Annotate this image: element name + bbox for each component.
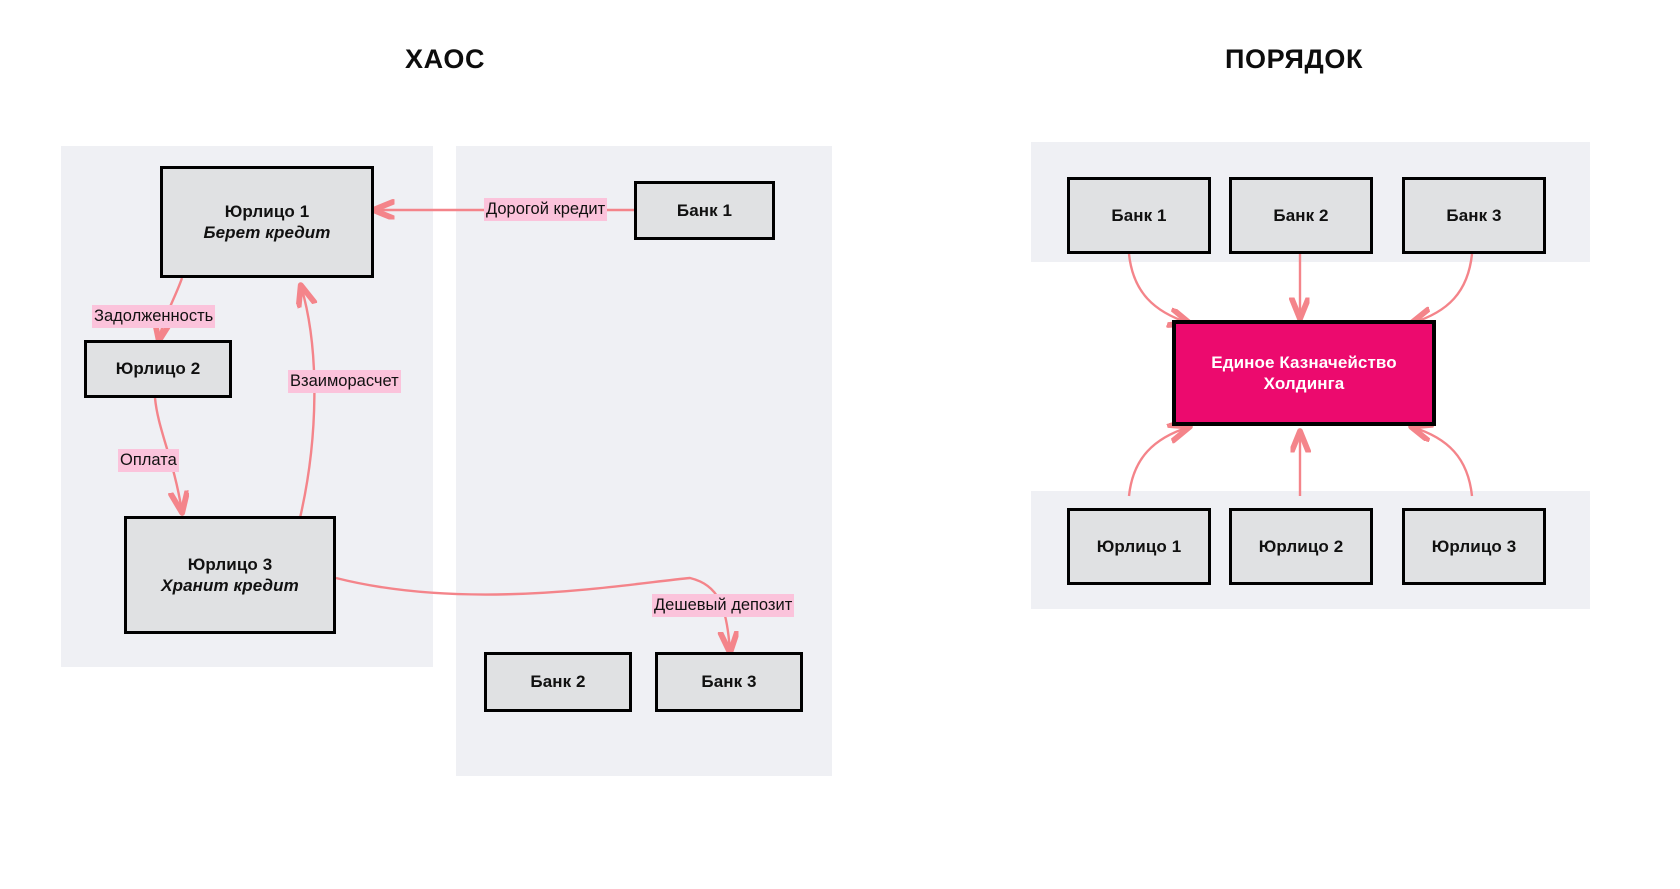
node-chaos-entity-3[interactable]: Юрлицо 3 Хранит кредит: [124, 516, 336, 634]
edge-label-mutual-settlement: Взаиморасчет: [288, 370, 401, 394]
edge-label-payment: Оплата: [118, 449, 179, 473]
node-order-entity-2[interactable]: Юрлицо 2: [1229, 508, 1373, 585]
node-title: Юрлицо 1: [224, 201, 310, 221]
link-order-bank1-to-treasury: [1127, 253, 1189, 323]
node-order-bank-3[interactable]: Банк 3: [1402, 177, 1546, 254]
heading-order: ПОРЯДОК: [1225, 44, 1364, 74]
node-title: Юрлицо 2: [115, 359, 201, 379]
link-order-entity3-to-treasury: [1412, 427, 1474, 497]
edge-label-cheap-deposit: Дешевый депозит: [652, 594, 795, 618]
node-title: Юрлицо 1: [1096, 536, 1182, 556]
node-chaos-entity-2[interactable]: Юрлицо 2: [84, 340, 232, 398]
edge-label-debt: Задолженность: [92, 305, 216, 329]
heading-chaos: ХАОС: [405, 44, 486, 74]
node-title: Банк 2: [530, 672, 586, 692]
node-title: Банк 3: [701, 672, 757, 692]
node-title: Юрлицо 2: [1258, 536, 1344, 556]
node-chaos-bank-2[interactable]: Банк 2: [484, 652, 632, 712]
link-order-bank3-to-treasury: [1412, 253, 1474, 323]
node-title: Юрлицо 3: [1431, 536, 1517, 556]
node-subtitle: Берет кредит: [203, 223, 331, 242]
node-chaos-bank-1[interactable]: Банк 1: [634, 181, 775, 240]
node-subtitle: Хранит кредит: [161, 576, 299, 595]
node-title: Банк 3: [1446, 205, 1502, 225]
node-title: Юрлицо 3: [187, 554, 273, 574]
node-chaos-entity-1[interactable]: Юрлицо 1 Берет кредит: [160, 166, 374, 278]
node-order-entity-3[interactable]: Юрлицо 3: [1402, 508, 1546, 585]
node-title: Банк 1: [1111, 205, 1167, 225]
node-chaos-bank-3[interactable]: Банк 3: [655, 652, 803, 712]
node-title: Банк 2: [1273, 205, 1329, 225]
node-title: Банк 1: [676, 200, 733, 220]
node-order-treasury[interactable]: Единое Казначейство Холдинга: [1172, 320, 1436, 426]
link-order-entity1-to-treasury: [1127, 427, 1189, 497]
edge-label-expensive-loan: Дорогой кредит: [484, 198, 608, 222]
treasury-line-1: Единое Казначейство: [1211, 352, 1397, 372]
node-order-bank-2[interactable]: Банк 2: [1229, 177, 1373, 254]
node-order-bank-1[interactable]: Банк 1: [1067, 177, 1211, 254]
node-order-entity-1[interactable]: Юрлицо 1: [1067, 508, 1211, 585]
treasury-line-2: Холдинга: [1263, 374, 1345, 393]
